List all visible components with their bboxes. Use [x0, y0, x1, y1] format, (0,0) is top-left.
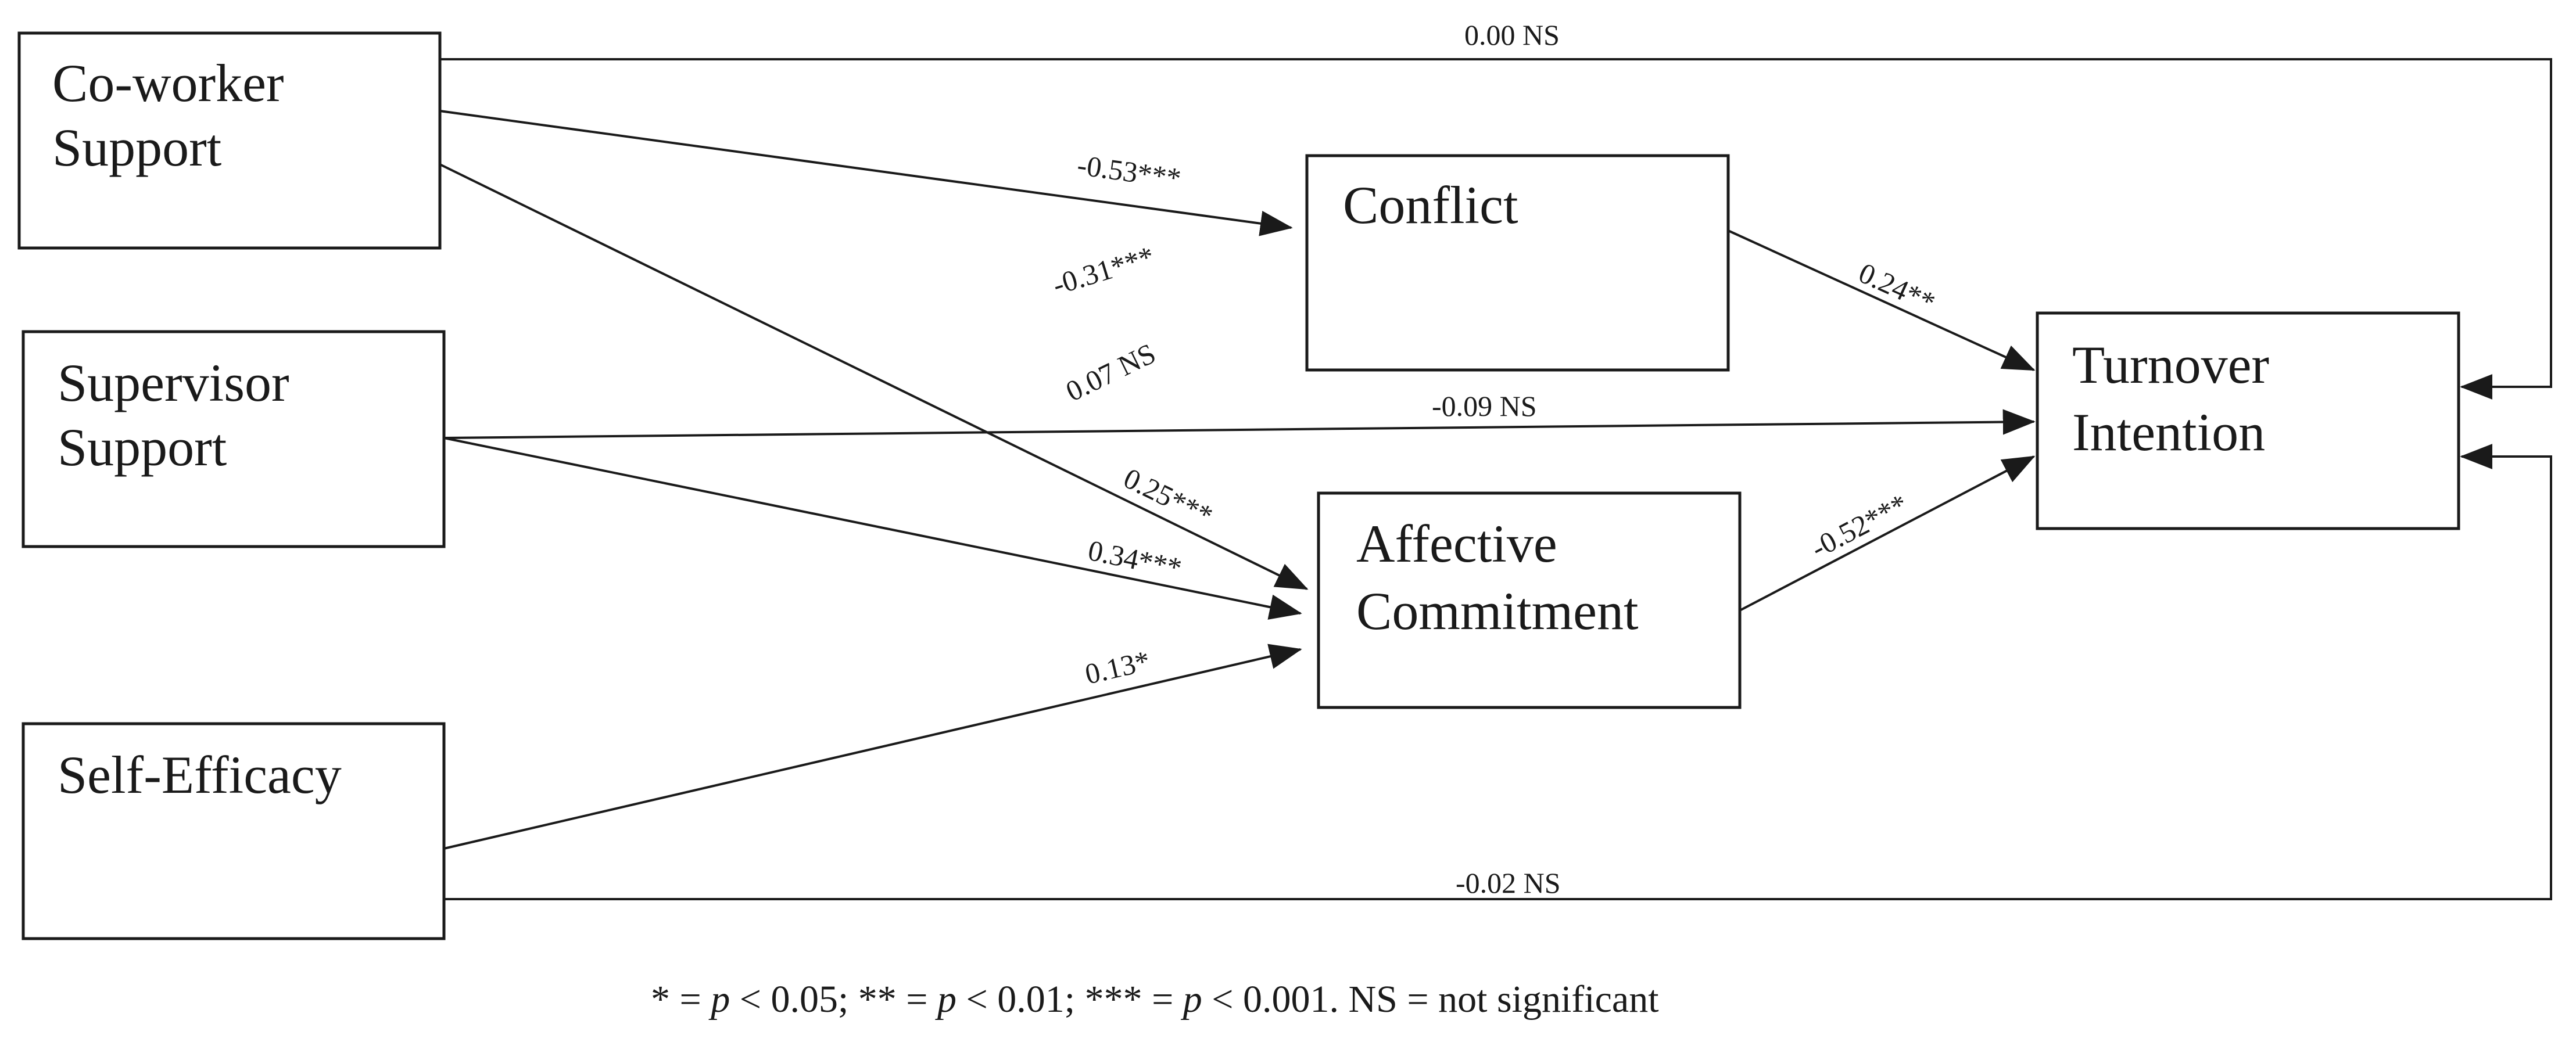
node-label: Intention	[2072, 403, 2265, 462]
coef-supervisor-affective: 0.34***	[1085, 534, 1184, 584]
path-selfefficacy-turnover	[444, 444, 2552, 900]
path-coworker-conflict	[439, 110, 1293, 236]
coef-selfefficacy-conflict: 0.07 NS	[1061, 337, 1160, 408]
node-label: Supervisor	[58, 353, 289, 412]
node-label: Self-Efficacy	[58, 745, 342, 804]
node-coworker-support: Co-worker Support	[17, 31, 442, 250]
coef-supervisor-conflict: -0.31***	[1049, 240, 1158, 301]
path-conflict-turnover	[1728, 229, 2036, 371]
node-label: Affective	[1356, 514, 1557, 573]
node-label: Conflict	[1343, 175, 1518, 235]
node-affective-commitment: Affective Commitment	[1317, 491, 1742, 709]
node-turnover-intention: Turnover Intention	[2036, 311, 2460, 530]
path-supervisor-affective	[443, 437, 1302, 620]
path-affective-turnover	[1739, 455, 2036, 612]
path-selfefficacy-affective	[443, 644, 1302, 850]
node-label: Commitment	[1356, 581, 1639, 641]
significance-footnote: * = p < 0.05; ** = p < 0.01; *** = p < 0…	[651, 978, 1659, 1021]
coef-conflict-turnover: 0.24**	[1854, 256, 1940, 319]
node-self-efficacy: Self-Efficacy	[22, 722, 446, 940]
node-label: Turnover	[2072, 335, 2269, 394]
connectors	[439, 58, 2552, 900]
coef-selfefficacy-turnover: -0.02 NS	[1456, 867, 1561, 899]
coef-affective-turnover: -0.52***	[1805, 487, 1913, 565]
coef-coworker-turnover: 0.00 NS	[1464, 19, 1560, 51]
coef-coworker-conflict: -0.53***	[1076, 148, 1183, 195]
path-supervisor-turnover	[443, 409, 2036, 439]
path-coworker-affective	[439, 163, 1309, 590]
node-label: Co-worker	[52, 53, 284, 113]
node-conflict: Conflict	[1305, 154, 1730, 372]
coefficients: 0.00 NS -0.53*** -0.31*** 0.07 NS -0.09 …	[1049, 19, 1940, 899]
coef-supervisor-turnover: -0.09 NS	[1432, 390, 1537, 422]
node-label: Support	[52, 118, 222, 177]
node-label: Support	[58, 418, 227, 477]
coef-selfefficacy-affective: 0.13*	[1082, 644, 1153, 691]
node-supervisor-support: Supervisor Support	[22, 330, 446, 548]
path-coworker-turnover	[440, 58, 2552, 400]
